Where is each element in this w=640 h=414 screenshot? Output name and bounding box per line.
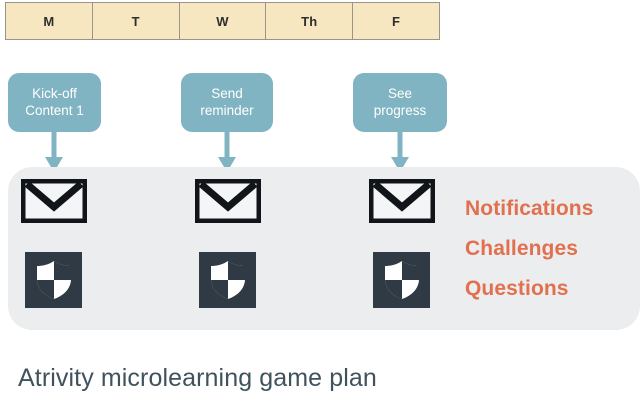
day-cell-thursday[interactable]: Th — [266, 3, 354, 39]
callout-see-progress[interactable]: See progress — [353, 73, 447, 132]
day-cell-friday[interactable]: F — [353, 3, 439, 39]
shield-icon — [384, 261, 419, 299]
category-label-challenges: Challenges — [465, 237, 579, 260]
down-arrow-icon — [391, 131, 409, 172]
shield-icon-tile — [25, 252, 82, 308]
down-arrow-icon — [218, 131, 236, 172]
callout-label: See progress — [373, 85, 427, 118]
category-label-notifications: Notifications — [465, 197, 594, 220]
week-day-header-table: M T W Th F — [5, 2, 440, 40]
shield-icon-tile — [199, 252, 256, 308]
callout-kick-off[interactable]: Kick-off Content 1 — [8, 73, 101, 132]
day-label: M — [43, 13, 55, 29]
category-label-questions: Questions — [465, 277, 569, 300]
shield-icon — [210, 261, 245, 299]
day-cell-tuesday[interactable]: T — [92, 3, 180, 39]
day-label: Th — [301, 13, 318, 29]
callout-label: Kick-off Content 1 — [25, 85, 84, 118]
envelope-icon — [21, 179, 87, 223]
icon-panel — [8, 167, 640, 330]
callout-send-reminder[interactable]: Send reminder — [181, 73, 273, 132]
day-cell-wednesday[interactable]: W — [179, 3, 267, 39]
day-label: W — [216, 13, 229, 29]
shield-icon — [36, 261, 71, 299]
down-arrow-icon — [45, 131, 63, 172]
page-caption: Atrivity microlearning game plan — [18, 364, 377, 392]
callout-label: Send reminder — [200, 85, 254, 118]
shield-icon-tile — [373, 252, 430, 308]
envelope-icon — [369, 179, 435, 223]
envelope-icon — [195, 179, 261, 223]
day-cell-monday[interactable]: M — [6, 3, 93, 39]
day-label: F — [392, 13, 401, 29]
day-label: T — [131, 13, 140, 29]
